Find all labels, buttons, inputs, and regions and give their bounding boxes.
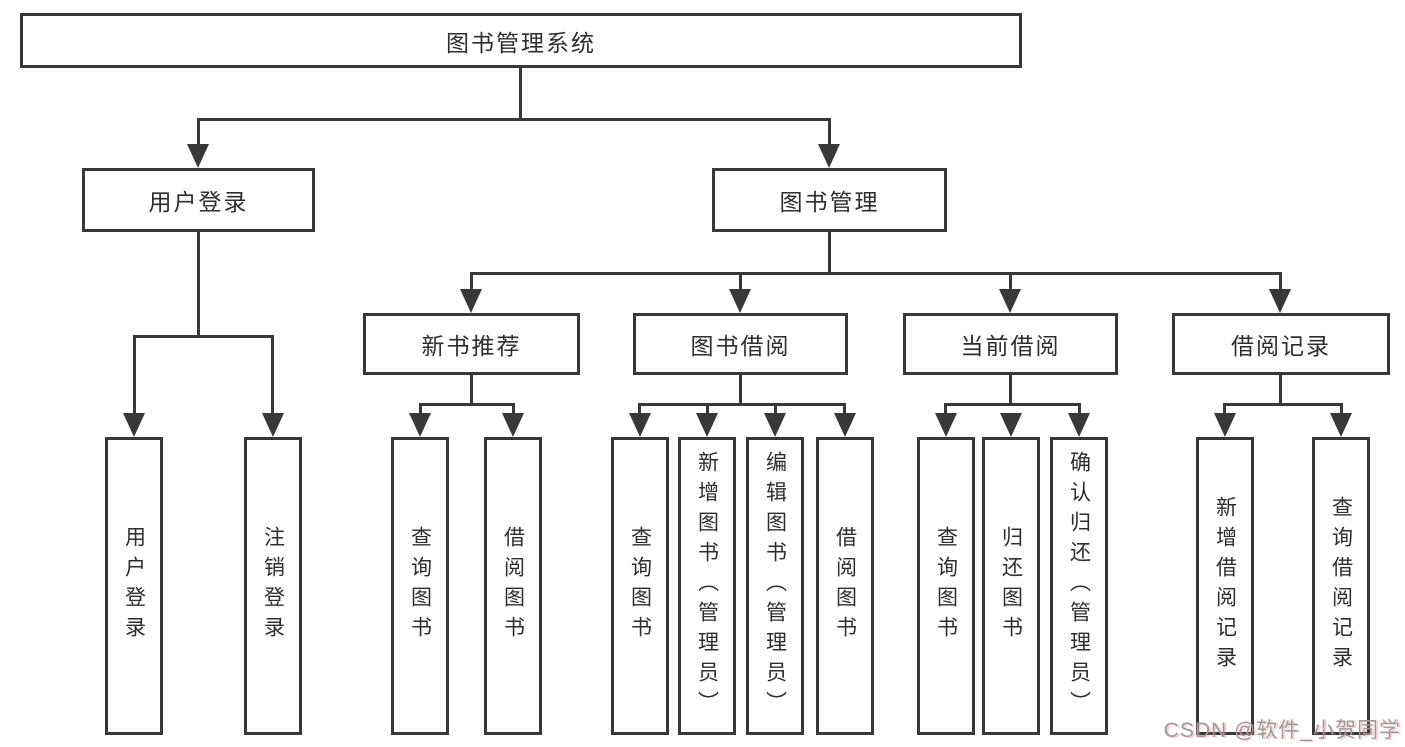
connector-line: [774, 403, 777, 417]
arrow-down-icon: [629, 413, 651, 437]
connector-line: [133, 335, 136, 417]
arrow-down-icon: [409, 413, 431, 437]
connector-line: [1223, 403, 1343, 406]
leaf-borrow-books: 借阅图书: [816, 437, 874, 735]
leaf-label: 确认归还（管理员）: [1067, 451, 1091, 721]
leaf-confirm-return-admin: 确认归还（管理员）: [1050, 437, 1108, 735]
connector-line: [197, 232, 200, 337]
leaf-label: 查询借阅记录: [1329, 496, 1353, 676]
node-user-login-label: 用户登录: [148, 189, 249, 215]
node-root-label: 图书管理系统: [446, 29, 596, 56]
leaf-add-borrow-record: 新增借阅记录: [1196, 437, 1254, 735]
leaf-label: 编辑图书（管理员）: [763, 451, 787, 721]
connector-line: [1009, 375, 1012, 405]
arrow-down-icon: [999, 289, 1021, 313]
csdn-watermark: CSDN @软件_小贺同学: [1163, 719, 1401, 742]
connector-line: [419, 403, 515, 406]
arrow-down-icon: [729, 289, 751, 313]
node-borrow-record-label: 借阅记录: [1231, 333, 1331, 359]
leaf-label: 归还图书: [999, 526, 1023, 646]
connector-line: [197, 118, 831, 121]
leaf-logout: 注销登录: [244, 437, 302, 735]
node-current-borrow: 当前借阅: [903, 313, 1118, 375]
connector-line: [944, 403, 1081, 406]
connector-line: [271, 335, 274, 417]
leaf-label: 注销登录: [261, 526, 285, 646]
connector-line: [1340, 403, 1343, 417]
connector-line: [638, 403, 641, 417]
leaf-query-books-borrow: 查询图书: [611, 437, 669, 735]
leaf-label: 查询图书: [934, 526, 958, 646]
node-new-book-recommend-label: 新书推荐: [421, 333, 522, 359]
arrow-down-icon: [502, 413, 524, 437]
arrow-down-icon: [818, 144, 840, 168]
connector-line: [828, 118, 831, 148]
node-book-borrow: 图书借阅: [633, 313, 848, 375]
arrow-down-icon: [935, 413, 957, 437]
node-book-management: 图书管理: [712, 168, 947, 232]
node-book-borrow-label: 图书借阅: [690, 333, 791, 359]
arrow-down-icon: [1068, 413, 1090, 437]
connector-line: [470, 375, 473, 405]
connector-line: [739, 375, 742, 405]
leaf-label: 借阅图书: [833, 526, 857, 646]
connector-line: [470, 272, 473, 292]
connector-line: [828, 232, 831, 274]
leaf-borrow-books-recommend: 借阅图书: [484, 437, 542, 735]
leaf-query-books-current: 查询图书: [917, 437, 975, 735]
node-book-management-label: 图书管理: [779, 189, 880, 215]
leaf-user-login: 用户登录: [105, 437, 163, 735]
leaf-label: 查询图书: [408, 526, 432, 646]
connector-line: [470, 272, 1282, 275]
connector-line: [944, 403, 947, 417]
connector-line: [419, 403, 422, 417]
node-borrow-record: 借阅记录: [1172, 313, 1390, 375]
leaf-label: 用户登录: [122, 526, 146, 646]
connector-line: [1279, 272, 1282, 292]
arrow-down-icon: [696, 413, 718, 437]
node-user-login: 用户登录: [82, 168, 315, 232]
arrow-down-icon: [187, 144, 209, 168]
connector-line: [1279, 375, 1282, 405]
connector-line: [1009, 272, 1012, 292]
leaf-query-borrow-record: 查询借阅记录: [1312, 437, 1370, 735]
arrow-down-icon: [1269, 289, 1291, 313]
leaf-edit-books-admin: 编辑图书（管理员）: [746, 437, 804, 735]
connector-line: [638, 403, 846, 406]
leaf-query-books-recommend: 查询图书: [391, 437, 449, 735]
leaf-label: 新增借阅记录: [1213, 496, 1237, 676]
connector-line: [519, 68, 522, 120]
leaf-label: 查询图书: [628, 526, 652, 646]
node-current-borrow-label: 当前借阅: [960, 333, 1061, 359]
leaf-label: 借阅图书: [501, 526, 525, 646]
connector-line: [843, 403, 846, 417]
node-new-book-recommend: 新书推荐: [363, 313, 580, 375]
arrow-down-icon: [1330, 413, 1352, 437]
arrow-down-icon: [1000, 413, 1022, 437]
arrow-down-icon: [1214, 413, 1236, 437]
arrow-down-icon: [262, 413, 284, 437]
leaf-return-books: 归还图书: [982, 437, 1040, 735]
connector-line: [197, 118, 200, 148]
connector-line: [133, 335, 274, 338]
connector-line: [706, 403, 709, 417]
arrow-down-icon: [460, 289, 482, 313]
node-root: 图书管理系统: [20, 13, 1022, 68]
leaf-add-books-admin: 新增图书（管理员）: [678, 437, 736, 735]
connector-line: [1078, 403, 1081, 417]
arrow-down-icon: [834, 413, 856, 437]
connector-line: [739, 272, 742, 292]
arrow-down-icon: [123, 413, 145, 437]
connector-line: [1223, 403, 1226, 417]
leaf-label: 新增图书（管理员）: [695, 451, 719, 721]
arrow-down-icon: [764, 413, 786, 437]
connector-line: [512, 403, 515, 417]
